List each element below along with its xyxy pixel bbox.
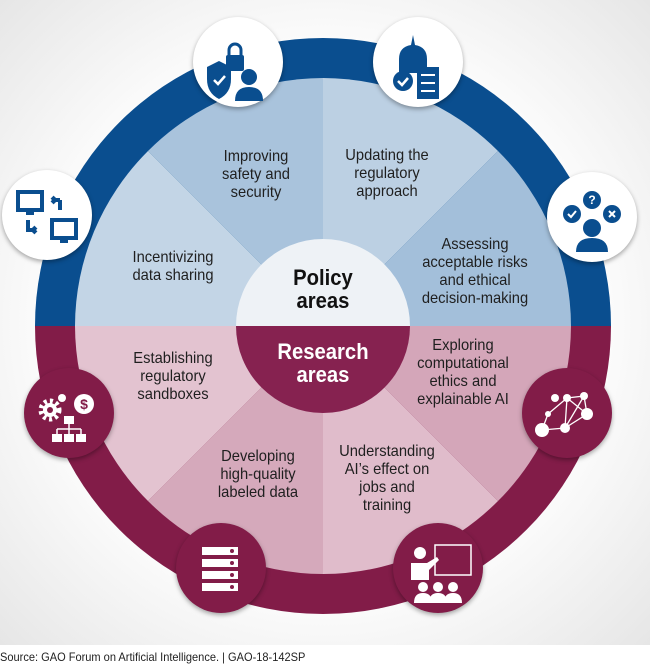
- svg-text:$: $: [80, 396, 88, 412]
- label-jobs: Understanding AI’s effect on jobs and tr…: [339, 443, 435, 514]
- label-risks: Assessing acceptable risks and ethical d…: [421, 236, 529, 307]
- gears-dollar-orgchart-icon: $: [24, 368, 114, 458]
- computers-exchange-icon: [2, 170, 92, 260]
- teacher-class-icon: [393, 523, 483, 613]
- label-sandboxes: Establishing regulatory sandboxes: [133, 350, 213, 403]
- shield-lock-person-icon: [193, 17, 283, 107]
- capitol-checklist-icon: [373, 17, 463, 107]
- policy-half: [35, 38, 611, 326]
- wheel-diagram: [35, 38, 611, 614]
- person-decision-icon: ?: [547, 172, 637, 262]
- source-note: Source: GAO Forum on Artificial Intellig…: [0, 650, 306, 664]
- label-labeled-data: Developing high-quality labeled data: [217, 448, 299, 501]
- svg-text:?: ?: [588, 193, 595, 207]
- label-data-sharing: Incentivizing data sharing: [132, 249, 214, 284]
- neural-network-icon: [522, 368, 612, 458]
- research-center: [236, 326, 410, 413]
- policy-areas-title: Policy areas: [293, 265, 353, 313]
- research-areas-title: Research areas: [277, 339, 369, 387]
- label-safety: Improving safety and security: [222, 148, 290, 201]
- label-ethics: Exploring computational ethics and expla…: [417, 337, 509, 408]
- policy-center: [236, 239, 410, 326]
- label-regulatory: Updating the regulatory approach: [345, 147, 429, 200]
- server-icon: [176, 523, 266, 613]
